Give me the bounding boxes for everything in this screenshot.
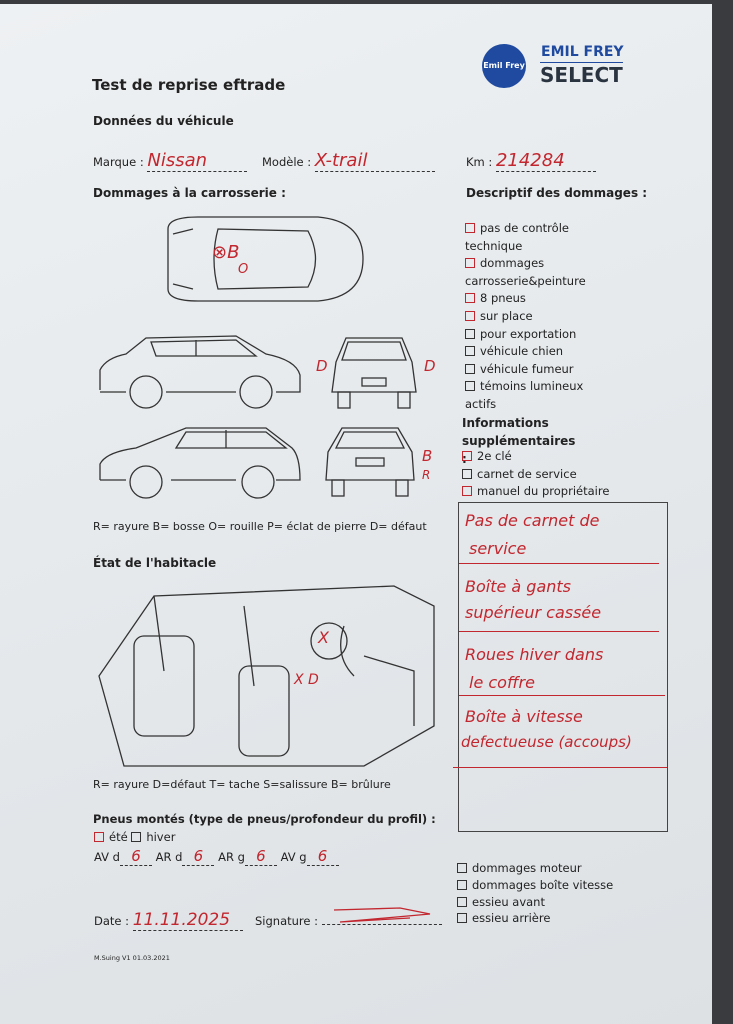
checkbox-smoker-vehicle[interactable]: véhicule fumeur: [465, 361, 605, 379]
vehicle-heading: Données du véhicule: [93, 114, 234, 128]
checkbox-on-site[interactable]: sur place: [465, 308, 605, 326]
signature-field: Signature :: [255, 907, 442, 928]
checkbox-gearbox-damage[interactable]: dommages boîte vitesse: [457, 877, 613, 894]
damage-mark: O: [238, 262, 249, 277]
car-left-view-icon: [99, 335, 301, 409]
note-line: supérieur cassée: [465, 603, 602, 622]
damage-mark: D: [316, 357, 328, 375]
car-right-view-icon: [99, 427, 301, 499]
checkbox-icon: [457, 863, 467, 873]
make-value: Nissan: [147, 150, 248, 172]
checkbox-winter[interactable]: hiver: [131, 830, 175, 844]
notes-box[interactable]: Pas de carnet de service Boîte à gants s…: [453, 502, 668, 832]
signature-line[interactable]: [321, 907, 442, 925]
car-interior-icon: [98, 585, 435, 767]
model-field: Modèle : X-trail: [262, 150, 435, 172]
date-field: Date : 11.11.2025: [94, 910, 243, 931]
signature-scribble-icon: [333, 907, 430, 923]
checkbox-icon: [131, 832, 142, 842]
checkbox-second-key[interactable]: 2e clé: [462, 448, 609, 466]
checkbox-icon: [465, 363, 475, 374]
note-line: service: [469, 539, 527, 558]
damage-mark: R: [422, 468, 431, 482]
checked-checkbox-icon: [462, 451, 472, 461]
damage-mark: B: [422, 447, 433, 465]
checkbox-front-axle[interactable]: essieu avant: [457, 894, 613, 911]
interior-legend: R= rayure D=défaut T= tache S=salissure …: [93, 778, 391, 791]
brand-bottom: SELECT: [540, 62, 623, 87]
note-line: defectueuse (accoups): [461, 733, 632, 751]
checkbox-service-book[interactable]: carnet de service: [462, 466, 609, 484]
body-damage-legend: R= rayure B= bosse O= rouille P= éclat d…: [93, 520, 427, 533]
date-label: Date :: [94, 914, 130, 928]
car-rear-view-icon: [325, 427, 415, 497]
tyres-heading: Pneus montés (type de pneus/profondeur d…: [93, 812, 436, 826]
model-label: Modèle :: [262, 155, 312, 169]
checkbox-icon: [457, 896, 467, 907]
page-title: Test de reprise eftrade: [92, 76, 286, 94]
damage-checklist: pas de contrôle technique dommages carro…: [465, 220, 605, 414]
checkbox-icon: [462, 468, 472, 479]
car-top-view-icon: [167, 216, 364, 302]
checkbox-icon: [457, 913, 467, 924]
signature-label: Signature :: [255, 914, 319, 928]
emil-frey-badge-icon: Emil Frey: [482, 44, 526, 88]
checked-checkbox-icon: [94, 832, 104, 842]
interior-mark: X: [318, 628, 329, 647]
checkbox-dog-vehicle[interactable]: véhicule chien: [465, 343, 605, 361]
checkbox-icon: [457, 879, 467, 890]
brand-top: EMIL FREY: [541, 44, 624, 60]
checkbox-no-inspection[interactable]: pas de contrôle technique: [465, 221, 569, 253]
form-page: Emil Frey EMIL FREY SELECT Test de repri…: [0, 4, 712, 1024]
tyre-type: été hiver: [94, 830, 175, 844]
interior-heading: État de l'habitacle: [93, 556, 217, 570]
note-line: Pas de carnet de: [465, 511, 600, 530]
checked-checkbox-icon: [465, 223, 475, 233]
tyre-depth-rear-left[interactable]: 6: [244, 847, 277, 866]
make-label: Marque :: [93, 155, 144, 169]
tyre-depth-rear-right[interactable]: 6: [182, 847, 215, 866]
checked-checkbox-icon: [465, 293, 475, 304]
checkbox-summer[interactable]: été: [94, 830, 128, 844]
note-line: Boîte à vitesse: [465, 707, 583, 726]
checked-checkbox-icon: [462, 486, 472, 497]
checkbox-owner-manual[interactable]: manuel du propriétaire: [462, 483, 609, 501]
extra-info-heading: Informations supplémentaires :: [462, 416, 576, 466]
damage-description-heading: Descriptif des dommages :: [466, 186, 648, 200]
checkbox-engine-damage[interactable]: dommages moteur: [457, 860, 613, 877]
car-front-view-icon: [331, 337, 417, 409]
checkbox-warning-lights[interactable]: témoins lumineux actifs: [465, 379, 584, 411]
tyre-depth-front-left[interactable]: 6: [306, 847, 339, 866]
km-field: Km : 214284: [466, 150, 596, 172]
damage-mark: D: [424, 357, 436, 375]
checkbox-8-tyres[interactable]: 8 pneus: [465, 290, 605, 308]
checked-checkbox-icon: [465, 310, 475, 321]
make-field: Marque : Nissan: [93, 150, 248, 172]
extra-info-checklist: 2e clé carnet de service manuel du propr…: [462, 448, 609, 501]
note-line: le coffre: [469, 673, 535, 692]
checked-checkbox-icon: [465, 258, 475, 269]
body-damage-heading: Dommages à la carrosserie :: [93, 186, 286, 200]
checkbox-export[interactable]: pour exportation: [465, 326, 605, 344]
footer-version: M.Suing V1 01.03.2021: [94, 954, 170, 962]
mechanical-checklist: dommages moteur dommages boîte vitesse e…: [457, 860, 613, 927]
km-value: 214284: [495, 150, 596, 172]
checkbox-rear-axle[interactable]: essieu arrière: [457, 910, 613, 927]
checkbox-icon: [465, 346, 475, 357]
checkbox-icon: [465, 381, 475, 392]
checkbox-body-paint-damage[interactable]: dommages carrosserie&peinture: [465, 256, 586, 288]
note-line: Roues hiver dans: [465, 645, 604, 664]
note-line: Boîte à gants: [465, 577, 572, 596]
km-label: Km :: [466, 155, 493, 169]
interior-mark: X D: [294, 672, 319, 688]
checkbox-icon: [465, 328, 475, 339]
model-value: X-trail: [314, 150, 435, 172]
date-value[interactable]: 11.11.2025: [132, 910, 243, 931]
damage-mark: ⊗B: [212, 242, 240, 263]
tyre-depth-front-right[interactable]: 6: [119, 847, 152, 866]
